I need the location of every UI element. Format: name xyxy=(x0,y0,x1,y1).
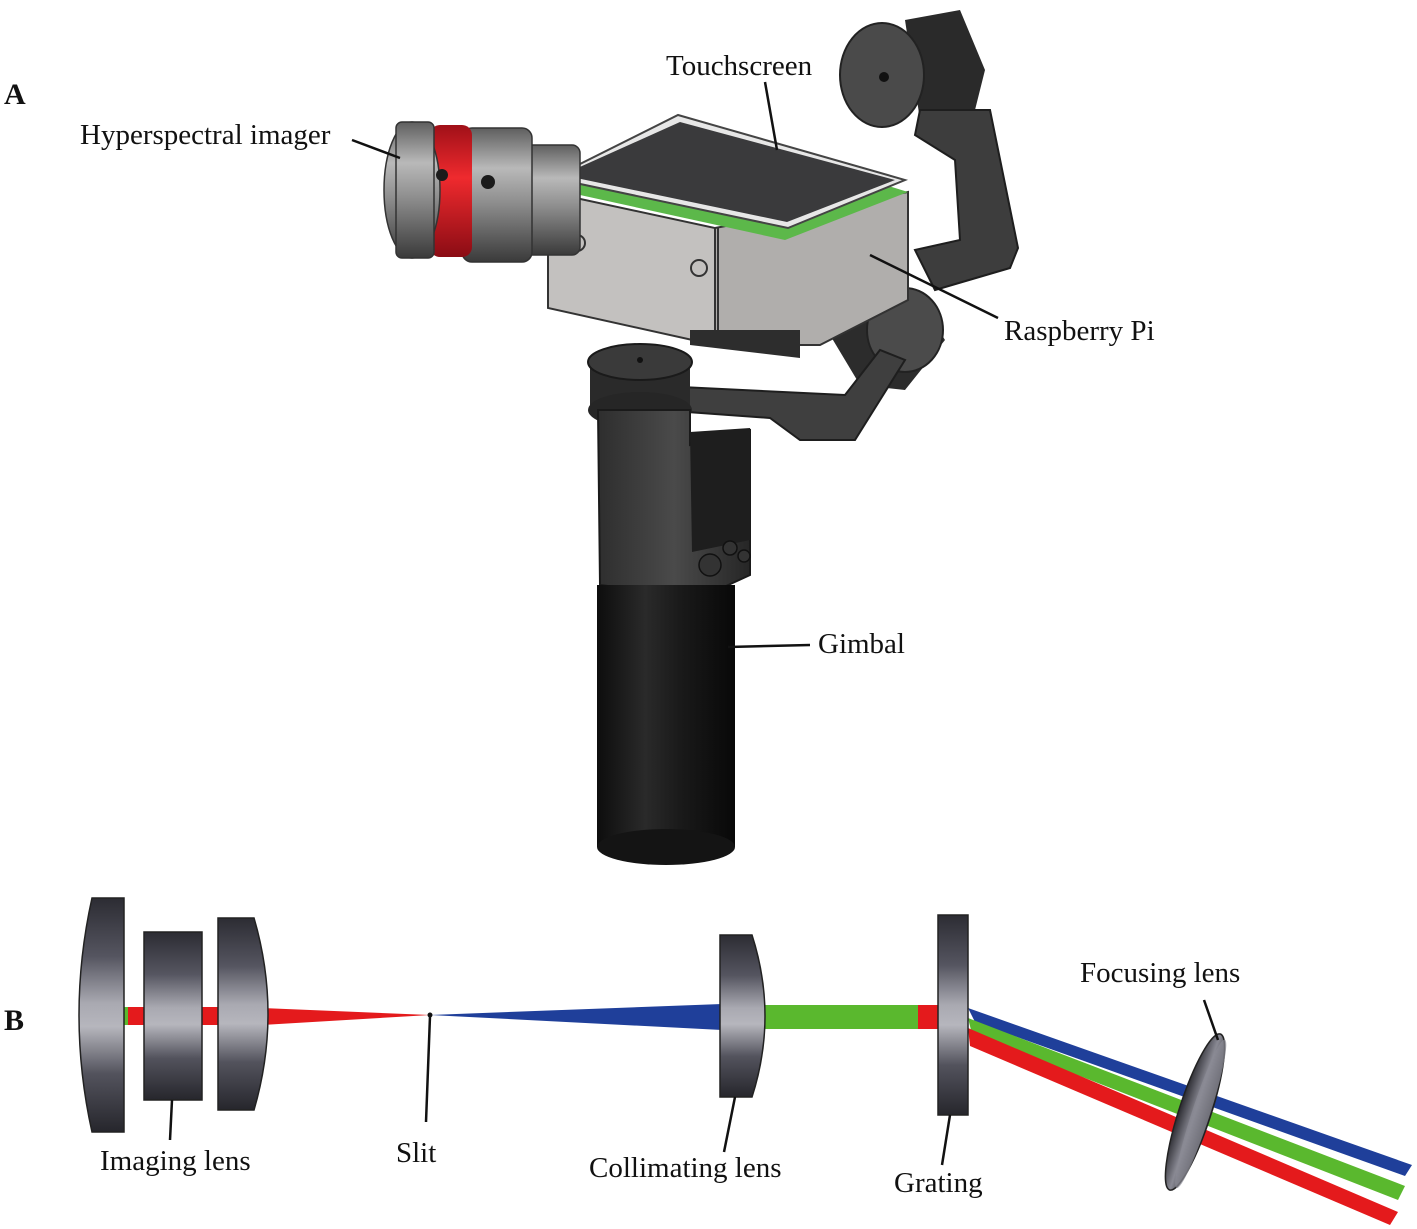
raspberry-pi-housing xyxy=(547,190,909,358)
leader-hyperspectral-imager xyxy=(351,138,401,160)
label-grating: Grating xyxy=(894,1167,983,1199)
gimbal-grip xyxy=(596,409,751,600)
gimbal-arm-lower xyxy=(637,348,907,441)
label-touchscreen: Touchscreen xyxy=(666,50,813,82)
gimbal-handle xyxy=(597,585,735,865)
leader-imaging-lens xyxy=(168,1099,174,1141)
imaging-lens-element-2 xyxy=(143,931,203,1101)
label-slit: Slit xyxy=(396,1137,436,1169)
leader-grating xyxy=(940,1114,952,1166)
label-imaging-lens: Imaging lens xyxy=(100,1145,251,1177)
imaging-lens-element-3 xyxy=(217,917,269,1111)
label-hyperspectral-imager: Hyperspectral imager xyxy=(80,119,331,151)
touchscreen-panel xyxy=(548,113,909,240)
beam-to-slit-red xyxy=(262,1008,430,1025)
label-raspberry-pi: Raspberry Pi xyxy=(1004,315,1155,347)
gimbal-arm-upper xyxy=(913,109,1020,292)
focusing-lens-shape xyxy=(1164,1033,1227,1191)
leader-touchscreen xyxy=(763,81,779,151)
gimbal-top-motor xyxy=(839,10,985,128)
label-collimating-lens: Collimating lens xyxy=(589,1152,782,1184)
device-illustration xyxy=(383,10,1020,865)
leader-gimbal xyxy=(727,643,811,649)
leader-raspberry-pi xyxy=(869,253,999,320)
panel-label-a: A xyxy=(4,78,26,111)
beam-collimated-red xyxy=(918,1005,940,1029)
beam-from-slit-blue xyxy=(430,1004,722,1030)
grating-shape xyxy=(937,914,969,1116)
leader-slit xyxy=(424,1015,432,1123)
leader-focusing-lens xyxy=(1202,999,1220,1041)
label-gimbal: Gimbal xyxy=(818,628,905,660)
leader-collimating-lens xyxy=(722,1096,737,1153)
label-focusing-lens: Focusing lens xyxy=(1080,957,1240,989)
imaging-lens-element-1 xyxy=(78,897,125,1133)
panel-label-b: B xyxy=(4,1004,24,1037)
beam-collimated-green xyxy=(765,1005,925,1029)
collimating-lens-shape xyxy=(719,934,766,1098)
optical-path xyxy=(78,897,1412,1225)
hyperspectral-imager xyxy=(383,121,581,263)
